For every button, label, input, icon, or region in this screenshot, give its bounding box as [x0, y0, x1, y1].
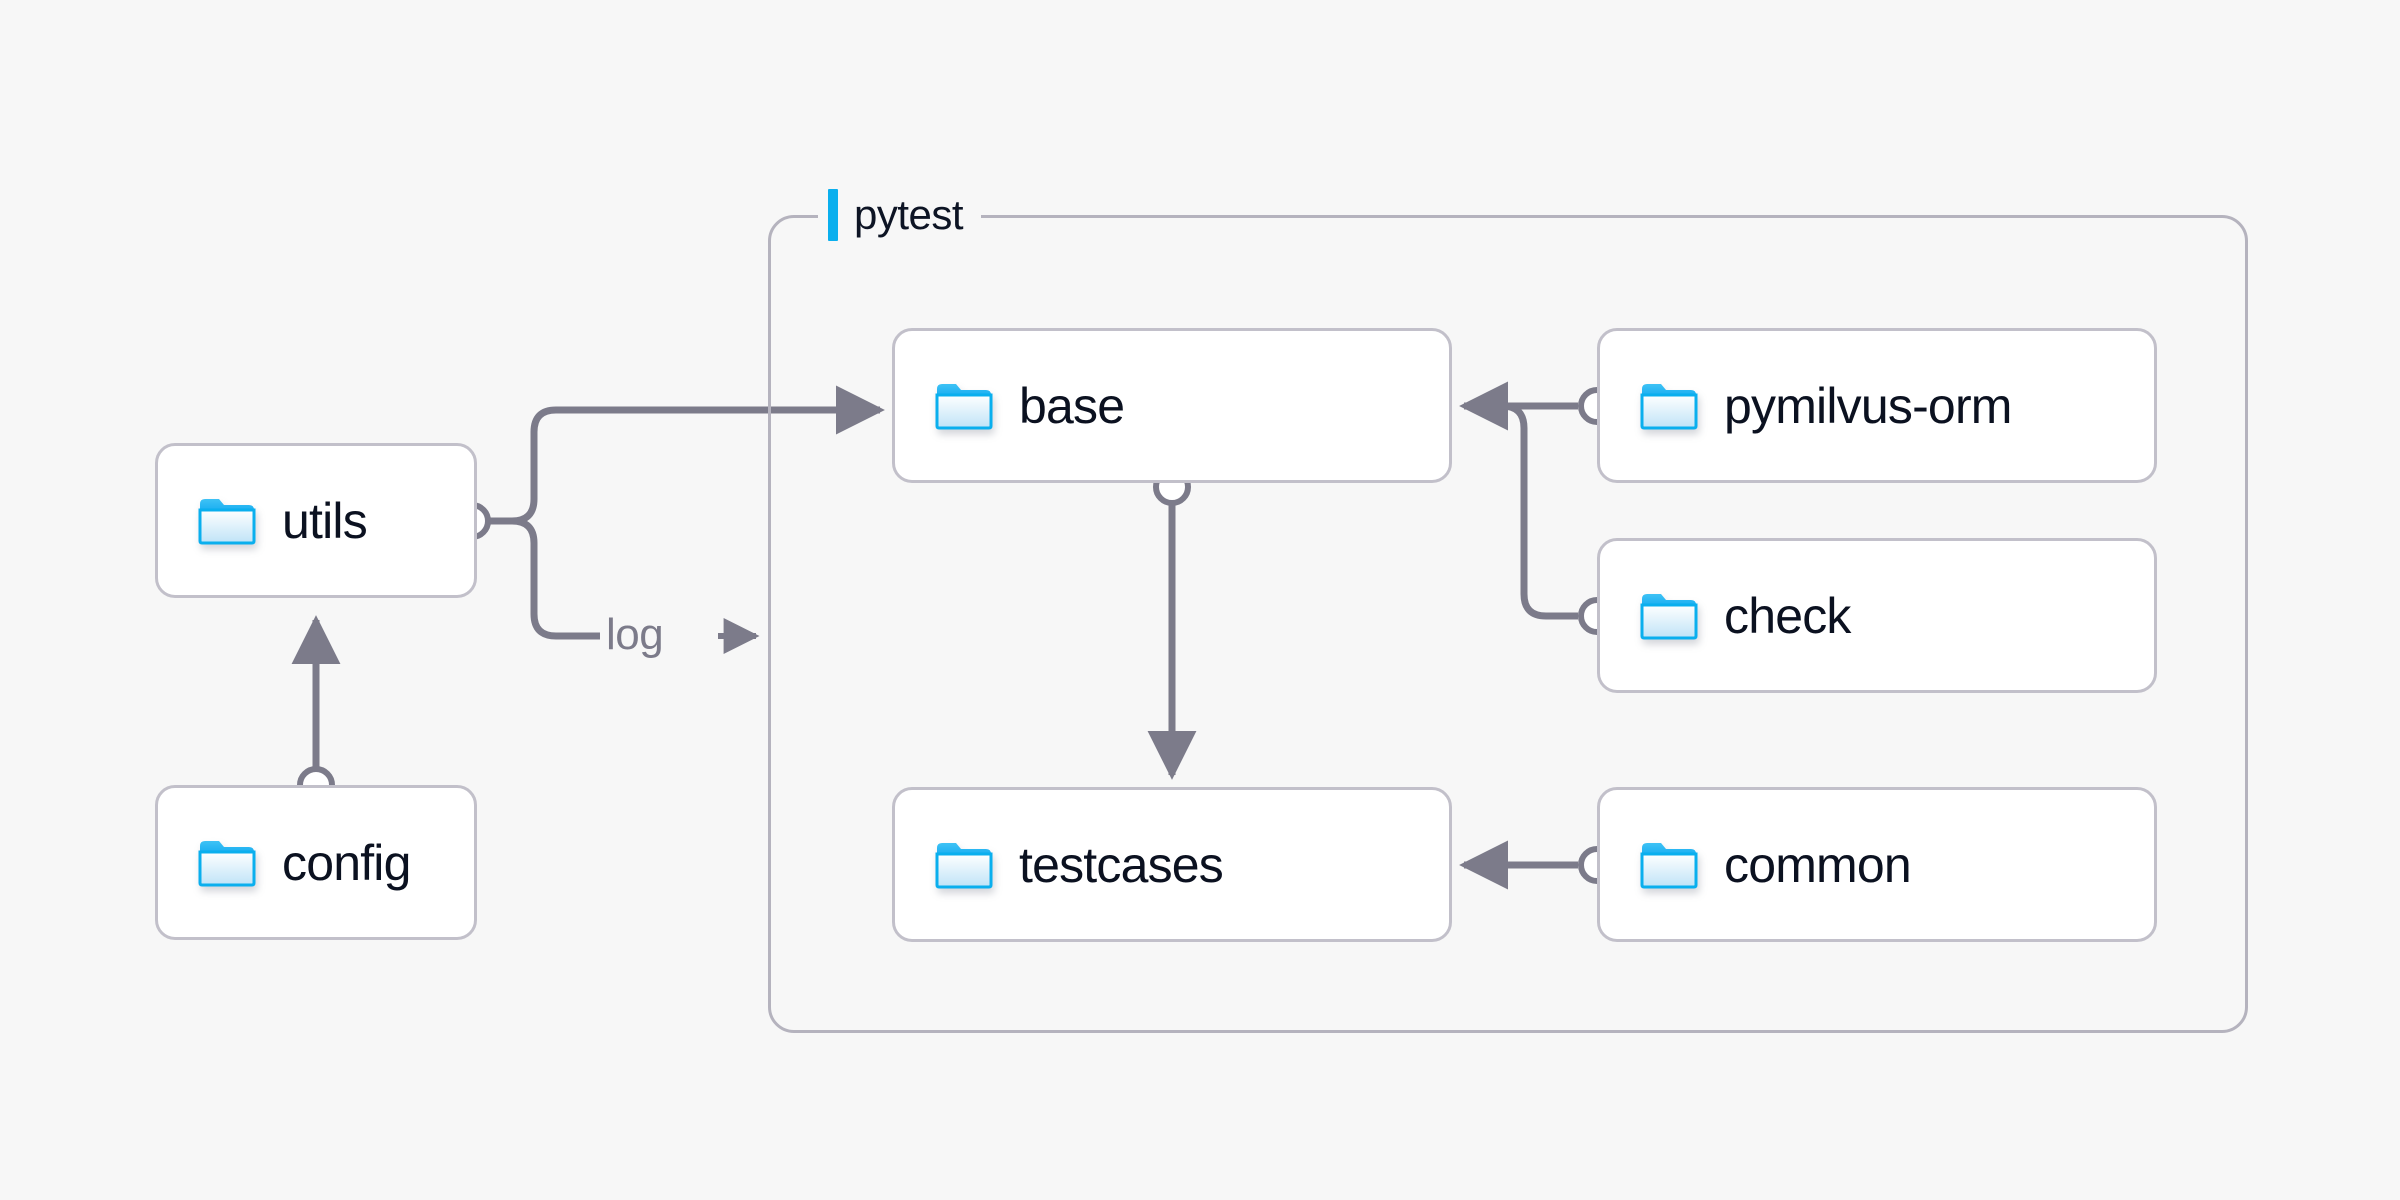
node-label: utils [282, 492, 368, 549]
node-testcases[interactable]: testcases [892, 787, 1452, 942]
group-pytest [768, 215, 2248, 1033]
node-label: config [282, 834, 411, 891]
node-label: base [1019, 377, 1125, 434]
edge-utils-to-log [487, 517, 600, 640]
folder-icon [1640, 381, 1698, 431]
node-utils[interactable]: utils [155, 443, 477, 598]
node-label: check [1724, 587, 1851, 644]
folder-icon [1640, 840, 1698, 890]
node-pymilvus-orm[interactable]: pymilvus-orm [1597, 328, 2157, 483]
node-label: pymilvus-orm [1724, 377, 2012, 434]
group-accent-bar [828, 189, 838, 241]
edge-label-log: log [606, 610, 664, 659]
folder-icon [198, 496, 256, 546]
group-title: pytest [854, 191, 964, 238]
folder-icon [198, 838, 256, 888]
node-check[interactable]: check [1597, 538, 2157, 693]
node-config[interactable]: config [155, 785, 477, 940]
folder-icon [935, 381, 993, 431]
folder-icon [1640, 591, 1698, 641]
node-common[interactable]: common [1597, 787, 2157, 942]
folder-icon [935, 840, 993, 890]
node-base[interactable]: base [892, 328, 1452, 483]
node-label: common [1724, 836, 1912, 893]
group-pytest-label: pytest [818, 187, 982, 243]
node-label: testcases [1019, 836, 1224, 893]
